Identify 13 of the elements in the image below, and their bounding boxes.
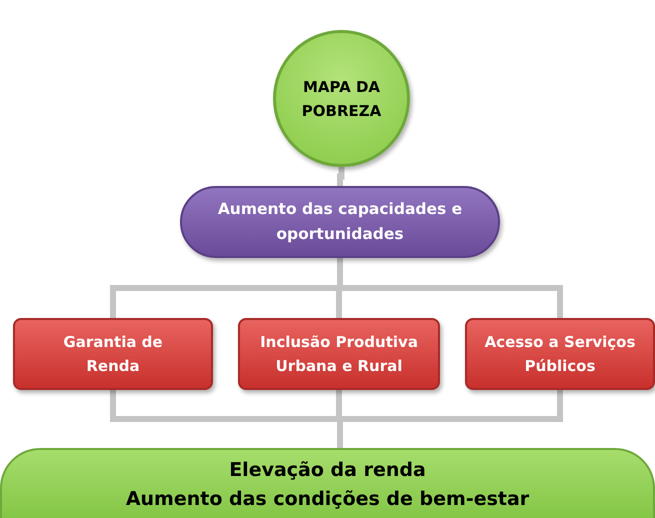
node-label: Inclusão Produtiva Urbana e Rural xyxy=(259,332,419,377)
result-band xyxy=(0,448,655,518)
node-label: MAPA DA POBREZA xyxy=(300,76,382,122)
process-box xyxy=(465,318,655,390)
connector-line xyxy=(337,167,344,186)
node-label: Garantia de Renda xyxy=(62,332,164,377)
node-label: Aumento das capacidades e oportunidades xyxy=(216,199,464,245)
node-label: Elevação da renda xyxy=(229,458,426,483)
node-label: Acesso a Serviços Públicos xyxy=(484,332,636,377)
process-box xyxy=(13,318,213,390)
process-box xyxy=(238,318,440,390)
node-label: Aumento das condições de bem-estar xyxy=(126,486,530,512)
rounded-box xyxy=(180,186,500,258)
